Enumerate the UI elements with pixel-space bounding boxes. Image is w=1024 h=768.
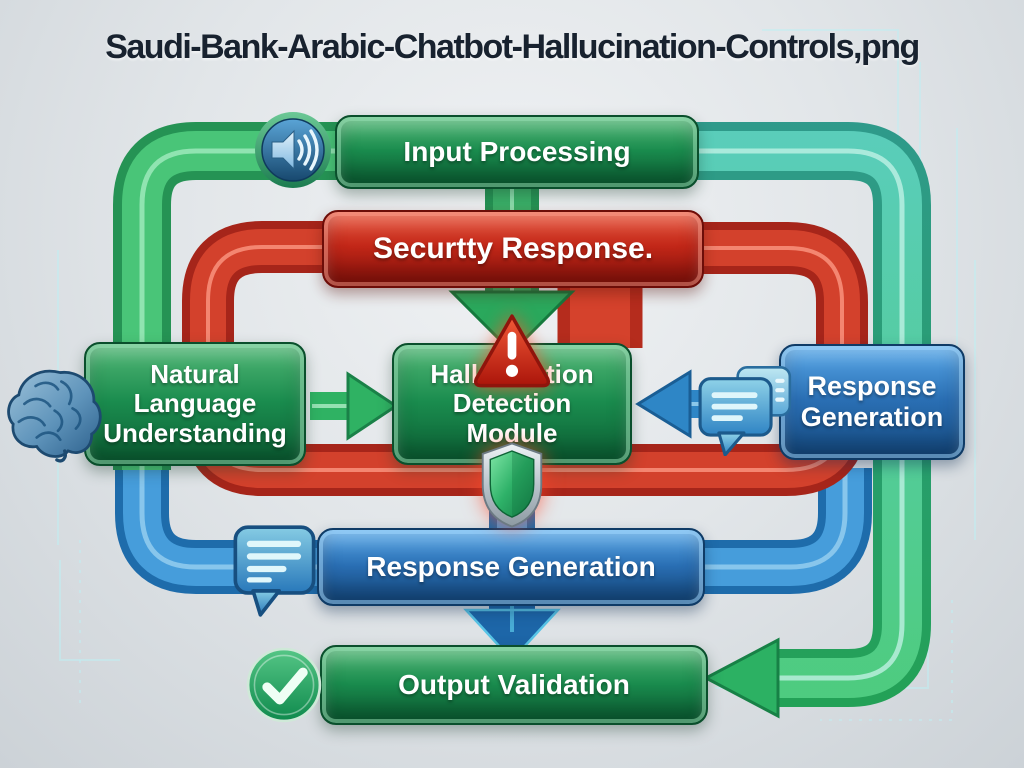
arrow-green-into-output-validation <box>702 637 780 719</box>
image-title: Saudi-Bank-Arabic-Chatbot-Hallucination-… <box>105 28 920 66</box>
warning-icon <box>470 310 554 390</box>
pipe-blue-left <box>115 400 332 594</box>
chat-bubble-icon <box>232 522 318 618</box>
pipe-blue-right <box>700 468 872 594</box>
chat-bubbles-icon <box>698 362 794 457</box>
checkmark-icon <box>246 647 322 723</box>
node-response-generation-bottom: Response Generation <box>317 528 705 606</box>
node-natural-language-understanding: Natural Language Understanding <box>84 342 306 466</box>
brain-icon <box>2 358 114 470</box>
node-input-processing: Input Processing <box>335 115 699 189</box>
pipe-green-left <box>113 122 348 470</box>
node-security-response: Securtty Response. <box>322 210 704 288</box>
arrow-green-right <box>310 371 399 441</box>
shield-icon <box>478 440 546 530</box>
speaker-icon <box>254 111 332 189</box>
node-output-validation: Output Validation <box>320 645 708 725</box>
node-nlu-label: Natural Language Understanding <box>103 358 287 448</box>
node-input-processing-label: Input Processing <box>403 136 631 168</box>
node-rg-right-label: Response Generation <box>800 371 944 432</box>
node-security-response-label: Securtty Response. <box>372 231 654 265</box>
node-rg-bottom-label: Response Generation <box>366 551 656 583</box>
node-output-validation-label: Output Validation <box>398 669 630 701</box>
node-response-generation-right: Response Generation <box>779 344 965 460</box>
